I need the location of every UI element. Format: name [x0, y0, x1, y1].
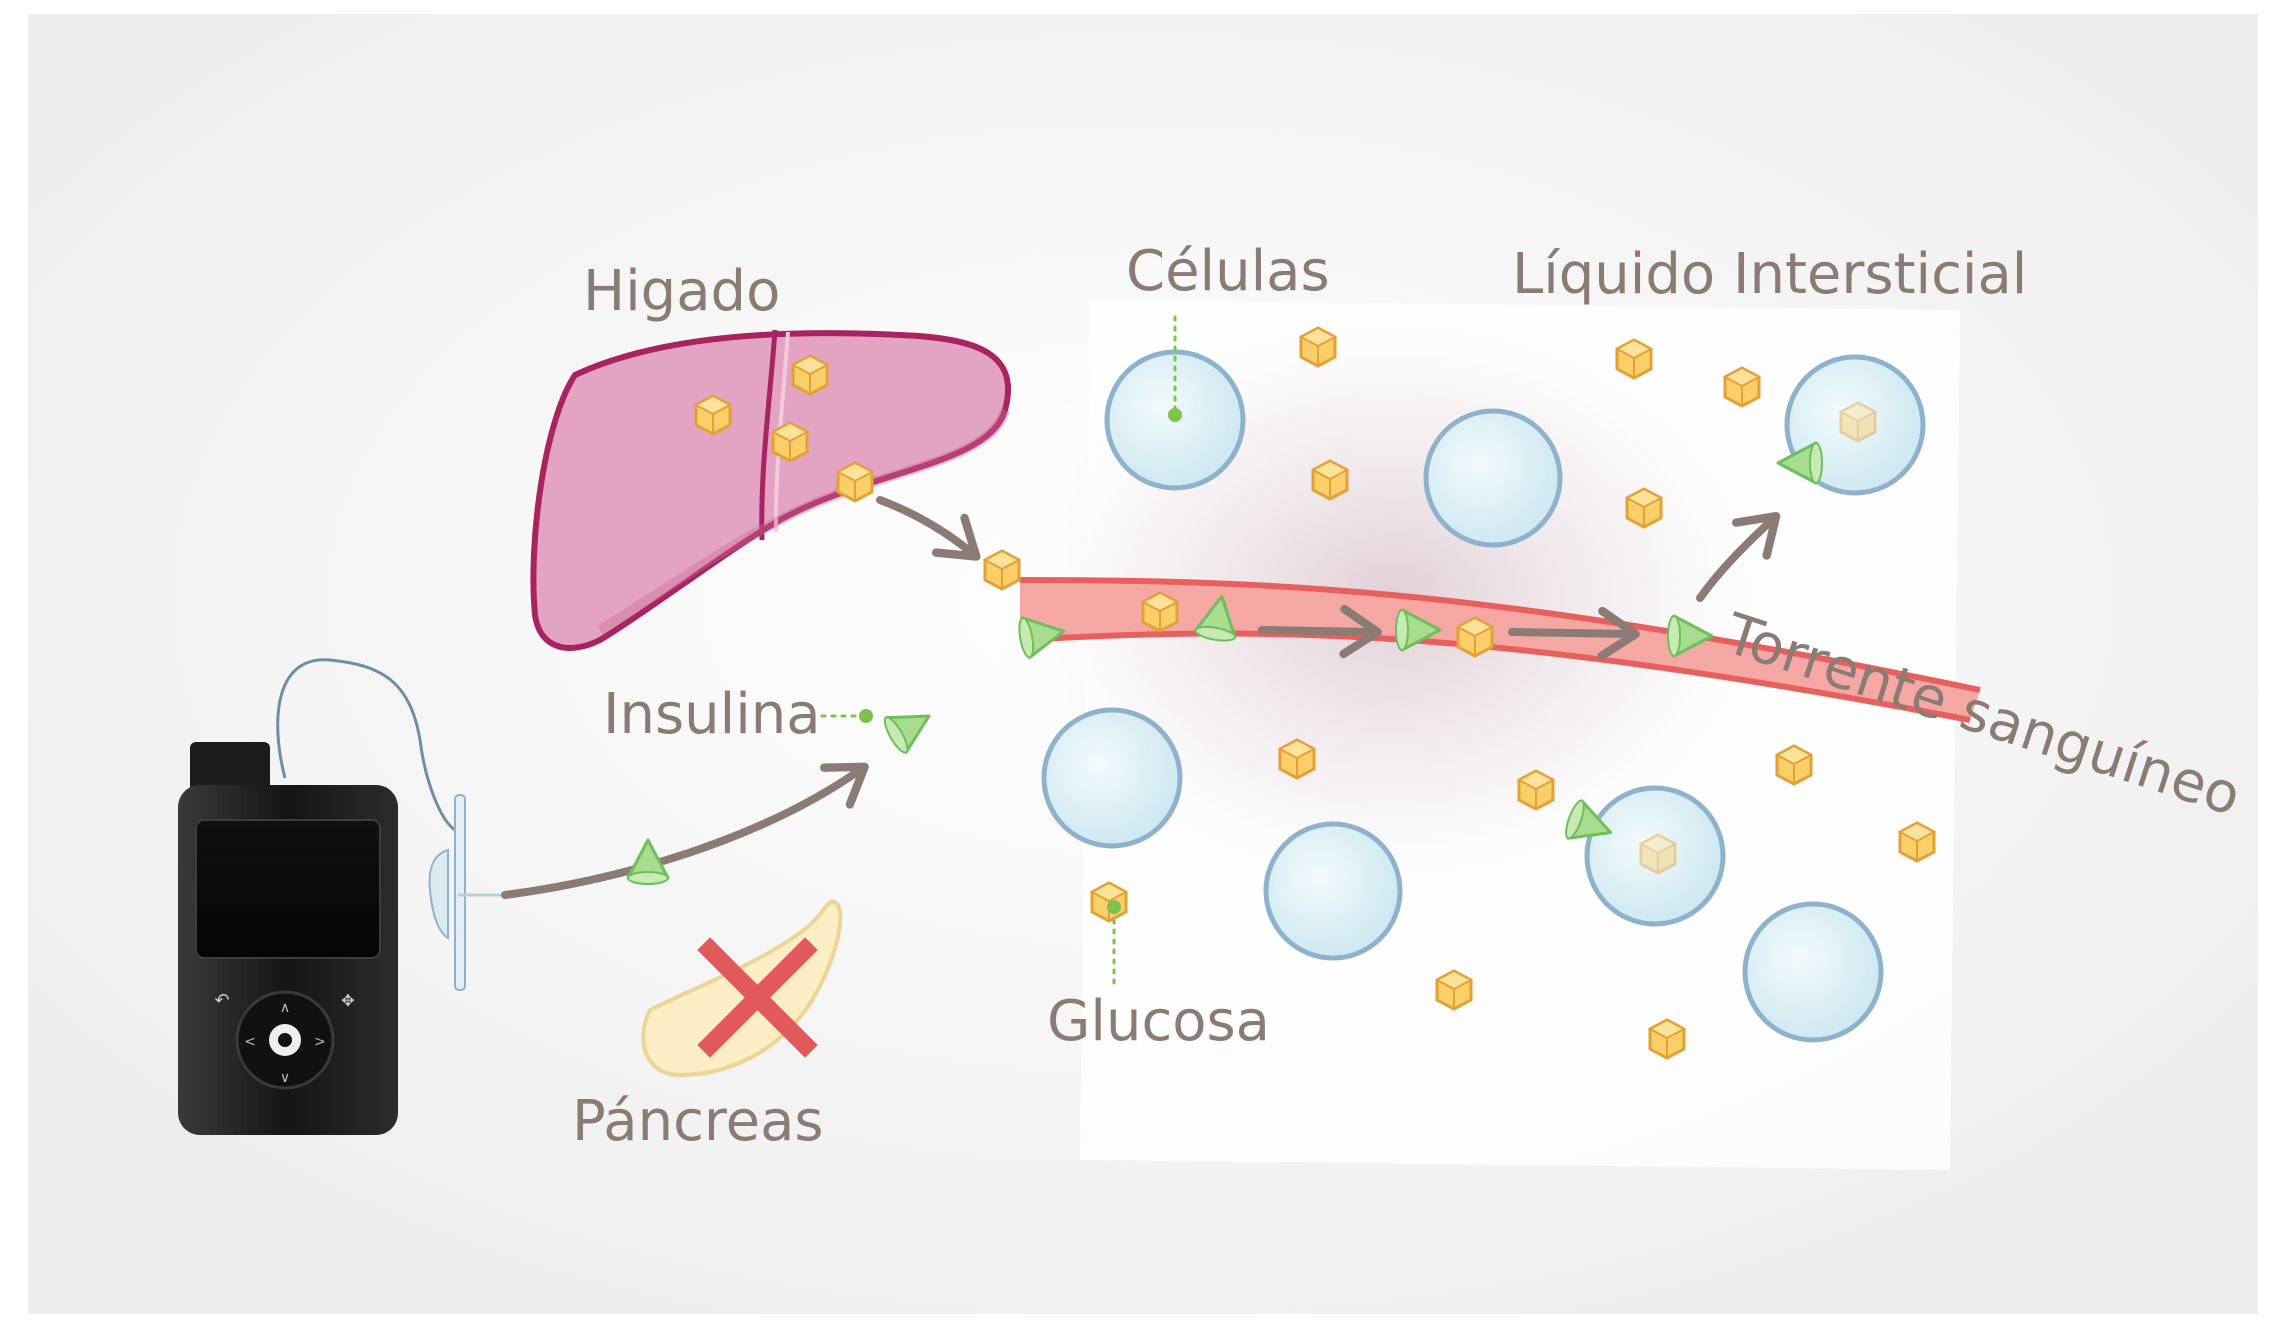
glucose-cube-icon — [1900, 823, 1934, 861]
glucose-cube-icon — [1458, 618, 1492, 656]
cells-label: Células — [1126, 239, 1330, 304]
pancreas-label: Páncreas — [572, 1089, 824, 1154]
insulin-label: Insulina — [603, 682, 821, 747]
interstitial-fluid-label: Líquido Intersticial — [1512, 242, 2027, 307]
glucose-cube-icon — [1519, 771, 1553, 809]
glucose-cube-icon — [773, 423, 807, 461]
cell-icon — [1266, 824, 1400, 958]
glucose-cube-icon — [1092, 883, 1126, 921]
cell-icon — [1426, 411, 1560, 545]
glucose-cube-icon — [838, 463, 872, 501]
glucose-cube-icon — [1313, 461, 1347, 499]
flow-arrow — [1262, 630, 1372, 632]
svg-text:↶: ↶ — [214, 990, 229, 1011]
glucose-cube-icon — [1143, 593, 1177, 631]
glucose-cube-icon — [1301, 328, 1335, 366]
glucose-cube-icon — [1437, 971, 1471, 1009]
liver-label: Higado — [583, 259, 780, 324]
glucose-cube-icon — [1627, 489, 1661, 527]
glucose-cube-icon — [1841, 403, 1875, 441]
flow-arrow — [1512, 632, 1630, 634]
glucose-cube-icon — [1650, 1020, 1684, 1058]
glucose-cube-icon — [985, 551, 1019, 589]
svg-text:<: < — [244, 1034, 256, 1050]
glucose-cube-icon — [793, 356, 827, 394]
glucose-cube-icon — [1280, 740, 1314, 778]
glucose-cube-icon — [1777, 746, 1811, 784]
cell-icon — [1745, 904, 1881, 1040]
svg-text:∧: ∧ — [280, 1000, 290, 1016]
glucose-cube-icon — [1641, 835, 1675, 873]
glucose-cube-icon — [696, 396, 730, 434]
cell-icon — [1044, 710, 1180, 846]
glucose-label: Glucosa — [1047, 989, 1270, 1054]
glucose-cube-icon — [1617, 340, 1651, 378]
svg-text:∨: ∨ — [280, 1070, 290, 1086]
svg-text:✥: ✥ — [341, 991, 354, 1010]
svg-text:>: > — [314, 1034, 326, 1050]
glucose-cube-icon — [1725, 368, 1759, 406]
